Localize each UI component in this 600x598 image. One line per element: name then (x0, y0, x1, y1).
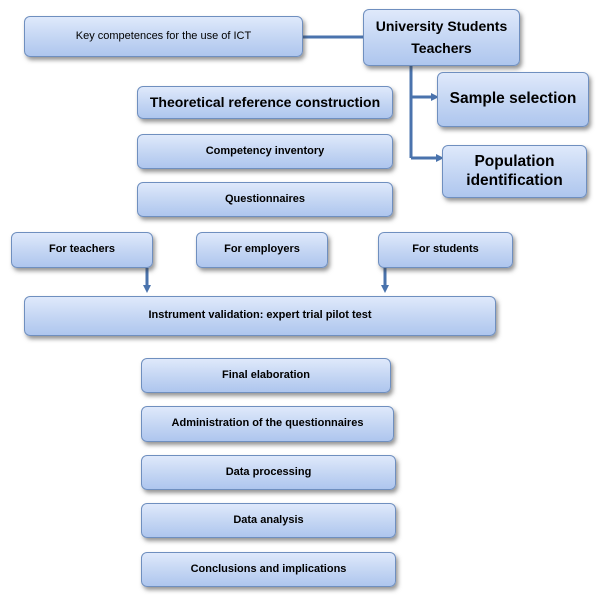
population-identification-label: Population identification (466, 152, 563, 189)
instrument-validation-label: Instrument validation: expert trial pilo… (148, 309, 372, 322)
sample-selection-box: Sample selection (437, 72, 589, 127)
for-students-box: For students (378, 232, 513, 268)
administration-label: Administration of the questionnaires (171, 417, 364, 430)
key-competences-box: Key competences for the use of ICT (24, 16, 303, 57)
for-teachers-label: For teachers (48, 243, 116, 256)
university-students-label: University Students (375, 18, 508, 35)
theoretical-reference-box: Theoretical reference construction (137, 86, 393, 119)
questionnaires-box: Questionnaires (137, 182, 393, 217)
conclusions-label: Conclusions and implications (190, 562, 347, 575)
for-employers-box: For employers (196, 232, 328, 268)
conclusions-box: Conclusions and implications (141, 552, 396, 587)
university-students-teachers-box: University Students Teachers (363, 9, 520, 66)
data-analysis-label: Data analysis (233, 513, 304, 526)
population-identification-box: Population identification (442, 145, 587, 198)
for-students-label: For students (412, 243, 479, 256)
key-competences-label: Key competences for the use of ICT (75, 29, 252, 42)
theoretical-reference-label: Theoretical reference construction (149, 94, 381, 111)
instrument-validation-box: Instrument validation: expert trial pilo… (24, 296, 496, 336)
competency-inventory-label: Competency inventory (205, 144, 325, 157)
data-processing-label: Data processing (225, 465, 312, 478)
for-employers-label: For employers (224, 243, 300, 256)
questionnaires-label: Questionnaires (224, 192, 306, 205)
competency-inventory-box: Competency inventory (137, 134, 393, 169)
data-processing-box: Data processing (141, 455, 396, 490)
final-elaboration-box: Final elaboration (141, 358, 391, 393)
sample-selection-label: Sample selection (449, 90, 577, 108)
final-elaboration-label: Final elaboration (221, 368, 310, 381)
data-analysis-box: Data analysis (141, 503, 396, 538)
administration-box: Administration of the questionnaires (141, 406, 394, 442)
teachers-label: Teachers (411, 40, 472, 56)
for-teachers-box: For teachers (11, 232, 153, 268)
